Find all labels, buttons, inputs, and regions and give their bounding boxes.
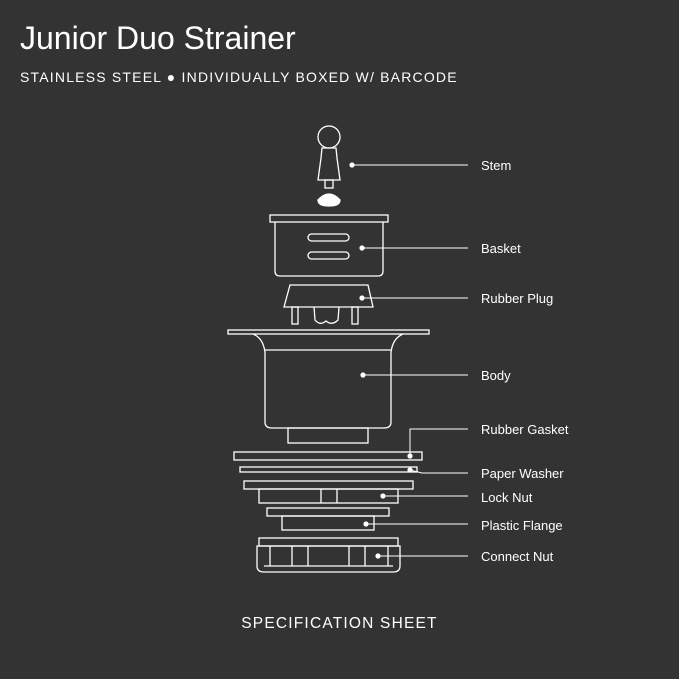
callout-lock-nut: Lock Nut: [380, 490, 533, 505]
plastic-flange-part: [266, 507, 390, 531]
label-body: Body: [481, 368, 511, 383]
label-basket: Basket: [481, 241, 521, 256]
rubber-plug-part: [283, 284, 374, 325]
callout-rubber-plug: Rubber Plug: [359, 291, 553, 306]
body-part: [227, 329, 430, 444]
label-plastic-flange: Plastic Flange: [481, 518, 563, 533]
label-stem: Stem: [481, 158, 511, 173]
connect-nut-part: [256, 537, 401, 573]
page-subtitle: STAINLESS STEEL ● INDIVIDUALLY BOXED W/ …: [20, 69, 458, 85]
rubber-gasket-part: [233, 451, 423, 461]
paper-washer-part: [239, 466, 418, 473]
label-lock-nut: Lock Nut: [481, 490, 533, 505]
label-connect-nut: Connect Nut: [481, 549, 554, 564]
label-rubber-plug: Rubber Plug: [481, 291, 553, 306]
callout-plastic-flange: Plastic Flange: [363, 518, 563, 533]
footer-label: SPECIFICATION SHEET: [241, 615, 438, 632]
lock-nut-part: [243, 480, 414, 504]
callout-body: Body: [360, 368, 511, 383]
label-rubber-gasket: Rubber Gasket: [481, 422, 569, 437]
page-title: Junior Duo Strainer: [20, 20, 296, 56]
label-paper-washer: Paper Washer: [481, 466, 564, 481]
callout-basket: Basket: [359, 241, 521, 256]
callout-paper-washer: Paper Washer: [407, 466, 564, 481]
stem-part: [317, 125, 341, 207]
callout-connect-nut: Connect Nut: [375, 549, 554, 564]
callout-stem: Stem: [349, 158, 511, 173]
basket-part: [269, 214, 389, 277]
callout-rubber-gasket: Rubber Gasket: [407, 422, 569, 459]
